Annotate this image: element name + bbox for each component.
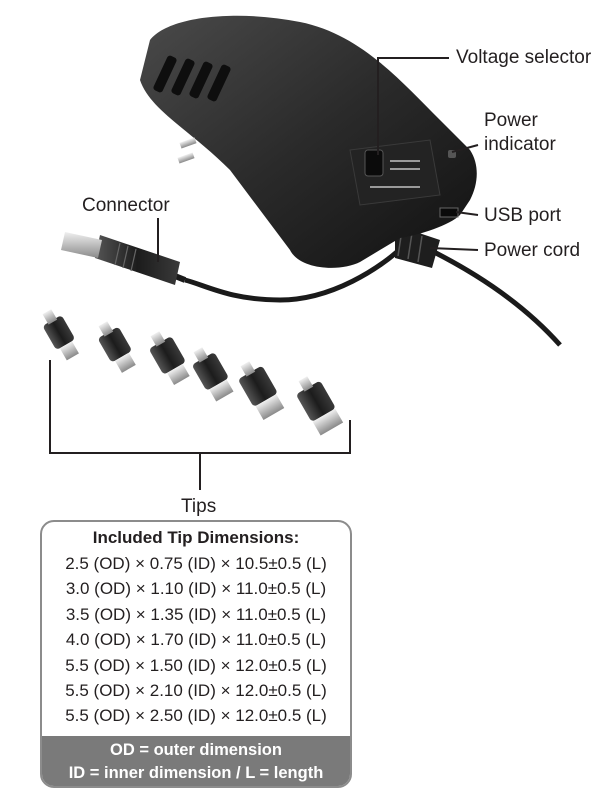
tip xyxy=(42,309,79,361)
dimension-row: 2.5 (OD) × 0.75 (ID) × 10.5±0.5 (L) xyxy=(65,554,327,573)
selector-panel xyxy=(349,139,441,206)
table-title: Included Tip Dimensions: xyxy=(92,528,300,547)
dimension-row: 3.5 (OD) × 1.35 (ID) × 11.0±0.5 (L) xyxy=(65,604,327,624)
plug-prong xyxy=(177,152,195,164)
power-indicator-label-line2: indicator xyxy=(484,134,556,155)
adapter-diagram xyxy=(42,15,562,490)
connector-body xyxy=(95,235,180,285)
power-indicator-leader xyxy=(451,144,479,153)
usb-port-label: USB port xyxy=(484,205,562,226)
tip xyxy=(239,361,285,421)
tips-label: Tips xyxy=(181,496,217,517)
usb-port xyxy=(439,207,459,218)
plug-prong xyxy=(179,137,197,149)
legend-id-l: ID = inner dimension / L = length xyxy=(68,764,324,782)
vent-slots xyxy=(153,55,231,102)
power-cord-tail xyxy=(428,247,562,347)
power-cord-label: Power cord xyxy=(484,240,581,261)
dimension-row: 4.0 (OD) × 1.70 (ID) × 11.0±0.5 (L) xyxy=(65,630,327,650)
voltage-selector-label: Voltage selector xyxy=(456,47,592,68)
power-cord xyxy=(184,238,412,303)
tip xyxy=(193,347,234,402)
tip-dimensions-table: Included Tip Dimensions: 2.5 (OD) × 0.75… xyxy=(40,520,352,788)
usb-port-leader xyxy=(455,211,479,216)
tip xyxy=(98,321,136,373)
voltage-selector-leader xyxy=(377,57,449,155)
legend-od: OD = outer dimension xyxy=(110,741,282,759)
power-cord-leader xyxy=(429,247,479,251)
connector-label: Connector xyxy=(82,195,170,216)
power-indicator-label-line1: Power xyxy=(484,110,538,131)
tip xyxy=(150,331,190,386)
tip xyxy=(297,376,344,436)
dimension-row: 5.5 (OD) × 2.50 (ID) × 12.0±0.5 (L) xyxy=(65,706,327,726)
dimension-row: 3.0 (OD) × 1.10 (ID) × 11.0±0.5 (L) xyxy=(65,579,327,599)
connector-plug xyxy=(61,232,102,258)
dimension-row: 5.5 (OD) × 2.10 (ID) × 12.0±0.5 (L) xyxy=(65,681,327,701)
table-legend: OD = outer dimension ID = inner dimensio… xyxy=(42,736,350,786)
dimension-row: 5.5 (OD) × 1.50 (ID) × 12.0±0.5 (L) xyxy=(65,655,327,675)
voltage-selector-switch xyxy=(364,149,384,177)
